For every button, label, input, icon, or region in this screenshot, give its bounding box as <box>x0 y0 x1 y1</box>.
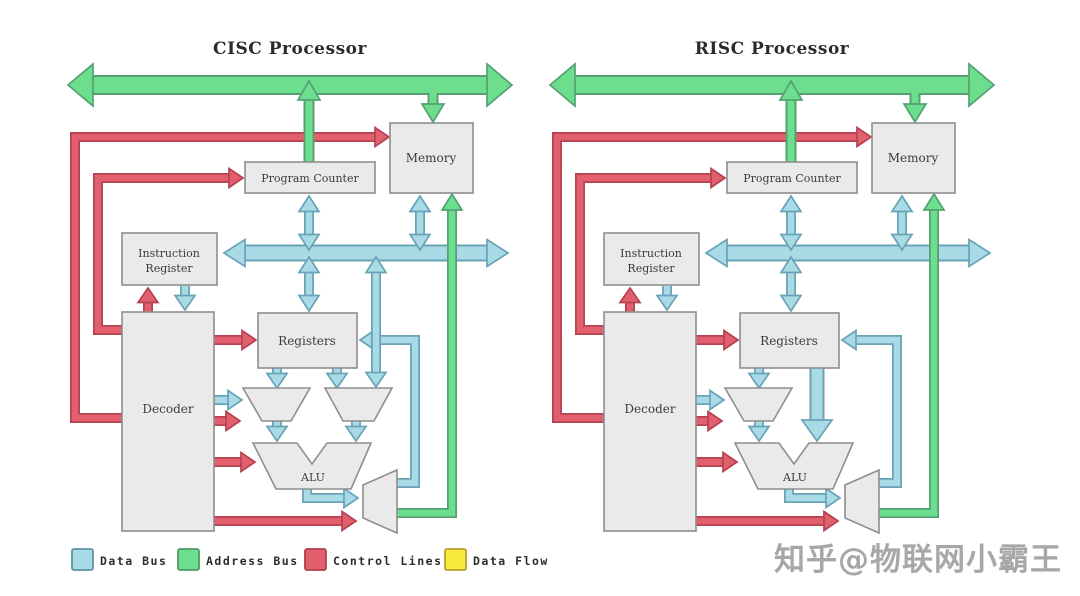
risc-ir-label-line1: Instruction <box>620 247 682 260</box>
cisc-pc-label: Program Counter <box>261 172 359 185</box>
risc-decoder-label: Decoder <box>624 402 675 416</box>
address-bus-swatch <box>177 548 200 571</box>
risc-pc-label: Program Counter <box>743 172 841 185</box>
cisc-panel: CISC Processor Memory Program Counter In… <box>68 39 512 533</box>
legend: Data Bus Address Bus Control Lines Data … <box>71 548 549 571</box>
control-lines-swatch <box>304 548 327 571</box>
legend-label-address-bus: Address Bus <box>206 554 299 568</box>
risc-title: RISC Processor <box>695 39 850 59</box>
data-flow-swatch <box>444 548 467 571</box>
cisc-title: CISC Processor <box>213 39 367 59</box>
risc-panel: RISC Processor Memory Program Counter In… <box>550 39 994 533</box>
risc-alu-label: ALU <box>782 471 807 484</box>
risc-registers-label: Registers <box>760 334 818 348</box>
risc-data-line-registers-to-alu <box>800 368 834 443</box>
legend-item-address-bus: Address Bus <box>177 548 299 571</box>
risc-ir-label-line2: Register <box>627 262 675 275</box>
legend-item-control-lines: Control Lines <box>304 548 443 571</box>
cisc-operand-funnel-right <box>323 387 394 422</box>
cisc-decoder-label: Decoder <box>142 402 193 416</box>
risc-memory-label: Memory <box>888 151 939 165</box>
cisc-alu-label: ALU <box>300 471 325 484</box>
cisc-data-line-registers-to-funnel-right <box>325 368 349 390</box>
cisc-ir-label-line1: Instruction <box>138 247 200 260</box>
cisc-memory-label: Memory <box>406 151 457 165</box>
legend-item-data-flow: Data Flow <box>444 548 549 571</box>
cisc-registers-label: Registers <box>278 334 336 348</box>
cisc-ir-label-line2: Register <box>145 262 193 275</box>
cisc-data-line-bus-to-funnel-right <box>364 255 388 389</box>
legend-label-control-lines: Control Lines <box>333 554 443 568</box>
legend-item-data-bus: Data Bus <box>71 548 167 571</box>
legend-label-data-flow: Data Flow <box>473 554 549 568</box>
legend-label-data-bus: Data Bus <box>100 554 167 568</box>
data-bus-swatch <box>71 548 94 571</box>
zhihu-watermark: 知乎@物联网小霸王 <box>774 542 1062 578</box>
cisc-data-line-funnel-right-to-alu <box>344 421 368 443</box>
